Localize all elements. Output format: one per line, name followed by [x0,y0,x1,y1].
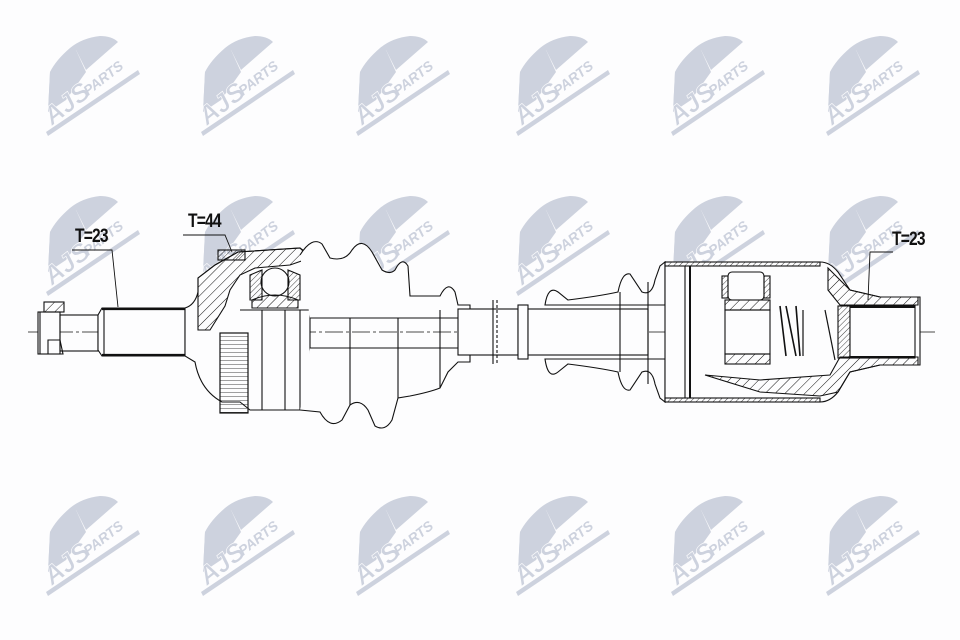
dimension-leaders [72,234,893,308]
cv-ball [260,267,290,297]
main-shaft [457,300,649,364]
spring [779,305,801,357]
axle-nut [37,301,99,355]
threaded-stub [97,307,186,357]
inner-joint-housing [664,261,921,403]
inner-boot [544,260,666,404]
dimension-label-outer-thread: T=23 [75,226,108,247]
abs-ring [219,332,249,414]
outer-cv-joint [184,247,312,414]
dimension-label-inner-spline: T=23 [892,229,925,250]
outer-boot [299,241,471,429]
dimension-label-abs-ring: T=44 [188,211,221,232]
tripod-roller [727,271,765,301]
